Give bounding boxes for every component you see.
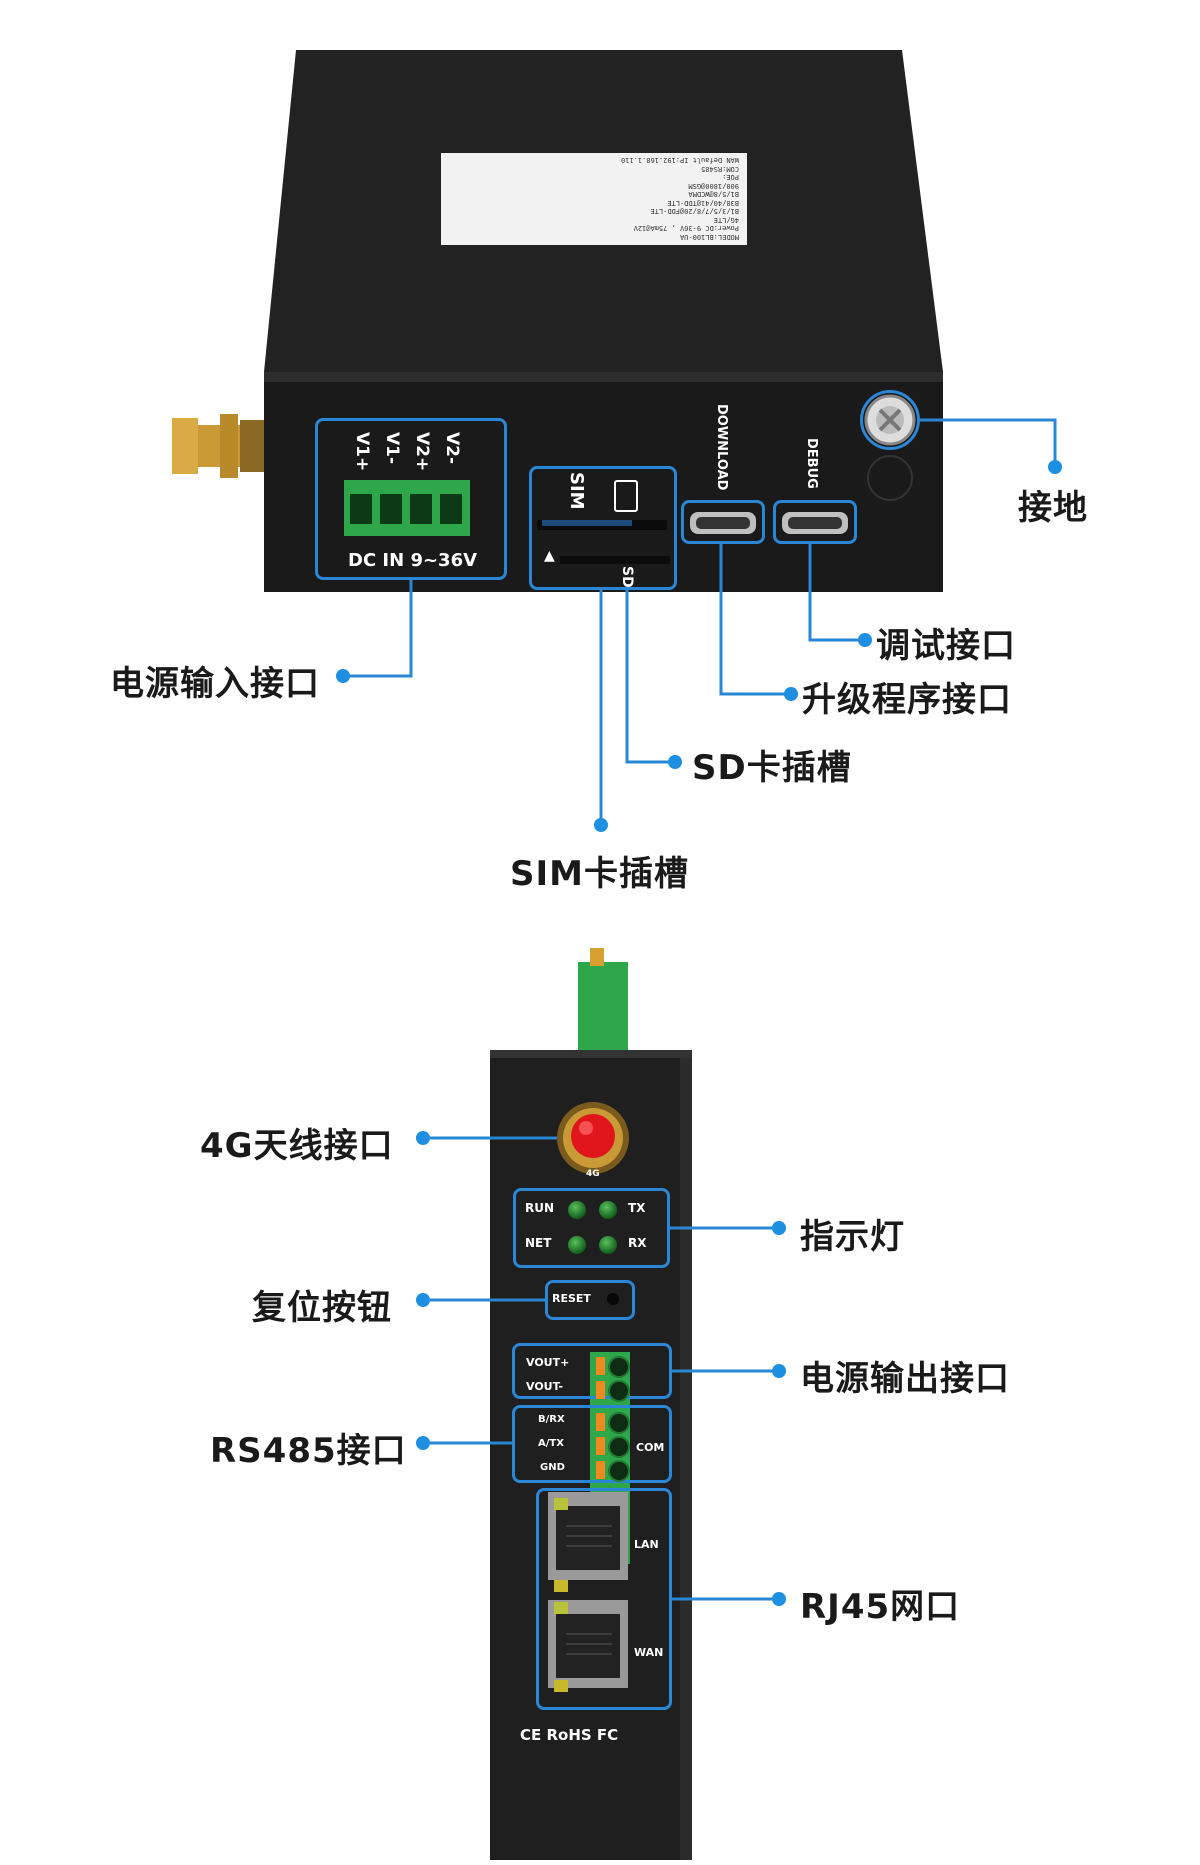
power-output-box [512, 1343, 672, 1399]
terminal-label-vout-plus: VOUT+ [526, 1356, 570, 1369]
terminal-screw-4 [608, 1436, 630, 1458]
led-rx [599, 1236, 617, 1254]
antenna-mark: 4G [586, 1169, 600, 1179]
terminal-screw-3 [608, 1412, 630, 1434]
reset-button[interactable] [607, 1293, 619, 1305]
front-leader-lines [430, 1136, 776, 1601]
top-leader-lines [346, 418, 1057, 820]
led-net [568, 1236, 586, 1254]
callout-indicators: 指示灯 [800, 1217, 905, 1257]
sd-label: SD [619, 566, 635, 588]
callout-antenna: 4G天线接口 [200, 1126, 394, 1166]
led-run [568, 1201, 586, 1219]
callout-ground: 接地 [1018, 488, 1088, 528]
rs485-box [512, 1405, 672, 1483]
sim-sd-box [529, 466, 677, 590]
led-label-rx: RX [628, 1236, 647, 1250]
dot-power-output [772, 1364, 786, 1378]
power-input-caption: DC IN 9~36V [348, 550, 478, 571]
terminal-label-gnd: GND [540, 1462, 565, 1473]
terminal-label-atx: A/TX [538, 1438, 564, 1449]
download-port-box [681, 500, 765, 544]
terminal-label-brx: B/RX [538, 1414, 565, 1425]
debug-label: DEBUG [804, 438, 819, 489]
callout-reset: 复位按钮 [252, 1288, 392, 1328]
terminal-label-v2minus: V2- [442, 432, 462, 465]
sim-label: SIM [566, 472, 587, 510]
callout-rj45: RJ45网口 [800, 1587, 961, 1627]
wan-label: WAN [634, 1646, 664, 1659]
callout-sd-slot: SD卡插槽 [692, 748, 852, 788]
dot-rs485 [416, 1436, 430, 1450]
dot-antenna [416, 1131, 430, 1145]
callout-sim-slot: SIM卡插槽 [510, 854, 689, 894]
indicator-box [513, 1188, 670, 1268]
led-tx [599, 1201, 617, 1219]
certification-marks: CE RoHS FC [520, 1726, 619, 1744]
terminal-latch-1 [596, 1357, 605, 1375]
terminal-latch-3 [596, 1413, 605, 1431]
callout-power-output: 电源输出接口 [800, 1359, 1010, 1399]
dot-indicators [772, 1221, 786, 1235]
rj45-box [536, 1488, 672, 1710]
lan-label: LAN [634, 1538, 659, 1551]
reset-box [545, 1280, 635, 1320]
dot-upgrade [784, 687, 798, 701]
callout-debug-port: 调试接口 [876, 626, 1016, 666]
dot-rj45 [772, 1592, 786, 1606]
terminal-screw-2 [608, 1380, 630, 1402]
terminal-label-v1plus: V1+ [352, 432, 372, 472]
led-label-tx: TX [628, 1201, 646, 1215]
ground-box [860, 390, 920, 450]
terminal-label-vout-minus: VOUT- [526, 1380, 564, 1393]
reset-label: RESET [552, 1292, 591, 1305]
terminal-latch-5 [596, 1461, 605, 1479]
callout-rs485: RS485接口 [210, 1431, 407, 1471]
dot-sim [594, 818, 608, 832]
terminal-label-v2plus: V2+ [412, 432, 432, 472]
terminal-latch-2 [596, 1381, 605, 1399]
debug-port-box [773, 500, 857, 544]
terminal-screw-1 [608, 1356, 630, 1378]
com-label: COM [636, 1441, 665, 1454]
callout-power-input: 电源输入接口 [110, 664, 320, 704]
dot-ground [1048, 460, 1062, 474]
terminal-label-v1minus: V1- [382, 432, 402, 465]
terminal-latch-4 [596, 1437, 605, 1455]
terminal-screw-5 [608, 1460, 630, 1482]
led-label-net: NET [525, 1236, 552, 1250]
front-device-view: 4G RUN TX NET RX RESET VOUT+ VOUT- B/RX … [0, 920, 1200, 1865]
sd-eject-icon: ▲ [544, 548, 555, 564]
callout-upgrade-port: 升级程序接口 [802, 680, 1012, 720]
dot-debug [858, 633, 872, 647]
dot-sd [668, 755, 682, 769]
dot-reset [416, 1293, 430, 1307]
download-label: DOWNLOAD [714, 404, 729, 491]
sim-card-icon [614, 480, 638, 512]
dot-power-input [336, 669, 350, 683]
power-input-box [315, 418, 507, 580]
led-label-run: RUN [525, 1201, 555, 1215]
